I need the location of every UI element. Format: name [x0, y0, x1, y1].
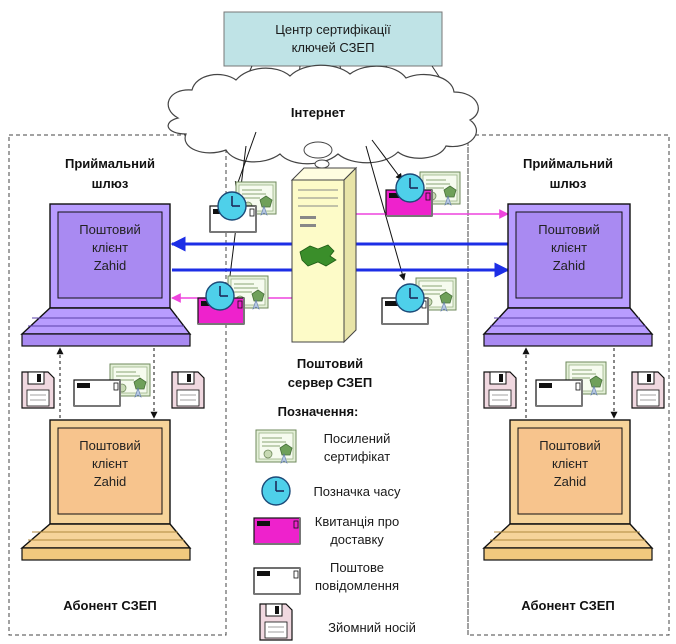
legend-certificate-icon — [255, 429, 297, 464]
mail-server-label-line1: Поштовий — [297, 356, 363, 371]
left-gateway-client-line1: Поштовий — [79, 222, 140, 237]
right-subscriber-client-line2: клієнт — [552, 456, 588, 471]
legend-media-label: Зйомний носій — [328, 620, 416, 635]
right-gateway-laptop: Поштовий клієнт Zahid — [482, 203, 654, 347]
legend-media-icon — [259, 603, 293, 641]
legend-message-line1: Поштове — [330, 560, 384, 575]
right-media-exchange — [483, 347, 665, 419]
legend-timestamp-label: Позначка часу — [313, 484, 401, 499]
cert-center-line2: ключей СЗЕП — [292, 40, 375, 55]
cloud-puff — [314, 159, 330, 169]
right-subscriber-region — [467, 134, 670, 636]
left-media-exchange — [21, 347, 205, 419]
left-subscriber-client-line1: Поштовий — [79, 438, 140, 453]
legend-certificate-line1: Посилений — [324, 431, 391, 446]
legend-timestamp-icon — [261, 476, 291, 506]
left-subscriber-client-line2: клієнт — [92, 456, 128, 471]
right-subscriber-laptop: Поштовий клієнт Zahid — [482, 419, 654, 561]
left-gateway-laptop: Поштовий клієнт Zahid — [20, 203, 192, 347]
mail-server-label-line2: сервер СЗЕП — [288, 375, 372, 390]
left-gateway-client-line3: Zahid — [94, 258, 127, 273]
left-subscriber-region — [8, 134, 227, 636]
outgoing-message-top-left — [209, 181, 277, 233]
internet-cloud: Інтернет — [167, 64, 479, 165]
cloud-puff — [303, 141, 333, 159]
left-subscriber-client-line3: Zahid — [94, 474, 127, 489]
left-subscriber-laptop: Поштовий клієнт Zahid — [20, 419, 192, 561]
legend-message-line2: повідомлення — [315, 578, 399, 593]
legend-title: Позначення: — [278, 404, 359, 419]
left-gateway-client-line2: клієнт — [92, 240, 128, 255]
right-subscriber-client-line1: Поштовий — [539, 438, 600, 453]
right-gateway-title-line1: Приймальний — [523, 156, 613, 171]
mail-server-tower — [290, 166, 358, 344]
cert-center-box: Центр сертифікації ключей СЗЕП — [223, 11, 443, 67]
right-gateway-client-line3: Zahid — [553, 258, 586, 273]
left-subscriber-label: Абонент СЗЕП — [63, 598, 156, 613]
legend-receipt-icon — [253, 517, 301, 545]
legend-receipt-line1: Квитанція про — [315, 514, 399, 529]
left-gateway-title-line1: Приймальний — [65, 156, 155, 171]
legend-receipt-line2: доставку — [330, 532, 384, 547]
incoming-message-bottom-right — [381, 277, 457, 325]
outgoing-receipt-top-right — [385, 171, 461, 217]
right-subscriber-label: Абонент СЗЕП — [521, 598, 614, 613]
legend-certificate-line2: сертифікат — [324, 449, 390, 464]
incoming-receipt-bottom-left — [197, 275, 269, 325]
right-gateway-title-line2: шлюз — [550, 176, 587, 191]
right-gateway-client-line1: Поштовий — [538, 222, 599, 237]
internet-label: Інтернет — [291, 105, 345, 120]
legend-message-icon — [253, 567, 301, 595]
right-gateway-client-line2: клієнт — [551, 240, 587, 255]
left-gateway-title-line2: шлюз — [92, 176, 129, 191]
right-subscriber-client-line3: Zahid — [554, 474, 587, 489]
legend: Позначення: Посилений сертифікат Позначк… — [253, 404, 416, 641]
cert-center-line1: Центр сертифікації — [275, 22, 391, 37]
